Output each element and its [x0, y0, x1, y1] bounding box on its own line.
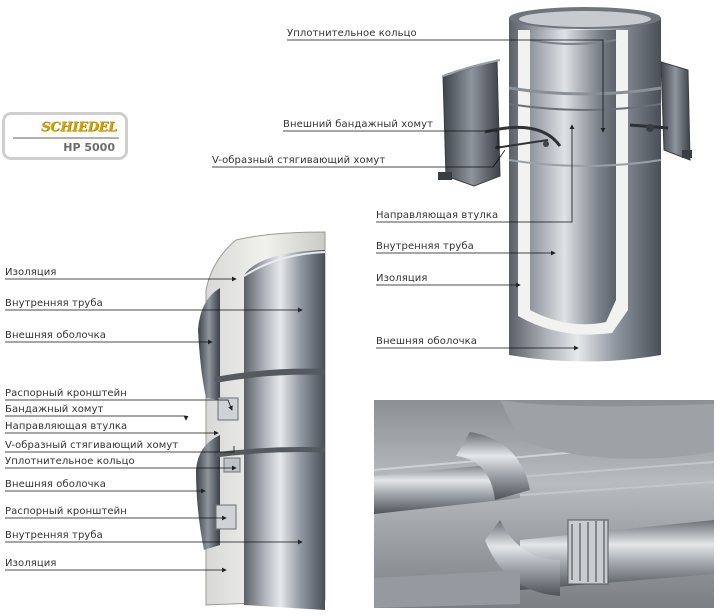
- label-left-outer-shell-1: Внешняя оболочка: [5, 330, 107, 341]
- chimney-illustration: [438, 7, 692, 362]
- label-left-v-clamp: V-образный стягивающий хомут: [5, 440, 179, 451]
- label-top-insulation: Изоляция: [376, 273, 428, 284]
- logo-model: HP 5000: [63, 141, 115, 154]
- installation-photo: [373, 400, 715, 608]
- label-left-seal-ring: Уплотнительное кольцо: [5, 456, 135, 467]
- label-left-spacer-bracket-1: Распорный кронштейн: [5, 388, 127, 399]
- label-left-band-clamp: Бандажный хомут: [5, 404, 104, 415]
- top-leaders: [212, 39, 606, 351]
- label-left-spacer-bracket-2: Распорный кронштейн: [5, 506, 127, 517]
- left-leaders: [5, 276, 303, 573]
- label-left-insulation-1: Изоляция: [5, 267, 57, 278]
- label-left-insulation-2: Изоляция: [5, 558, 57, 569]
- logo-divider: [13, 137, 119, 139]
- label-top-outer-shell: Внешняя оболочка: [376, 336, 478, 347]
- cutaway-illustration: [196, 231, 326, 610]
- label-left-inner-pipe-1: Внутренняя труба: [5, 298, 103, 309]
- logo-brand: SCHIEDEL: [41, 120, 117, 135]
- label-top-seal-ring: Уплотнительное кольцо: [287, 28, 417, 39]
- label-left-inner-pipe-2: Внутренняя труба: [5, 530, 103, 541]
- label-left-outer-shell-2: Внешняя оболочка: [5, 479, 107, 490]
- label-top-outer-band-clamp: Внешний бандажный хомут: [283, 119, 434, 130]
- label-top-guide-sleeve: Направляющая втулка: [376, 210, 499, 221]
- label-top-inner-pipe: Внутренняя труба: [376, 241, 474, 252]
- schiedel-logo: SCHIEDEL HP 5000: [2, 112, 128, 160]
- label-top-v-clamp: V-образный стягивающий хомут: [212, 155, 386, 166]
- label-left-guide-sleeve: Направляющая втулка: [5, 421, 128, 432]
